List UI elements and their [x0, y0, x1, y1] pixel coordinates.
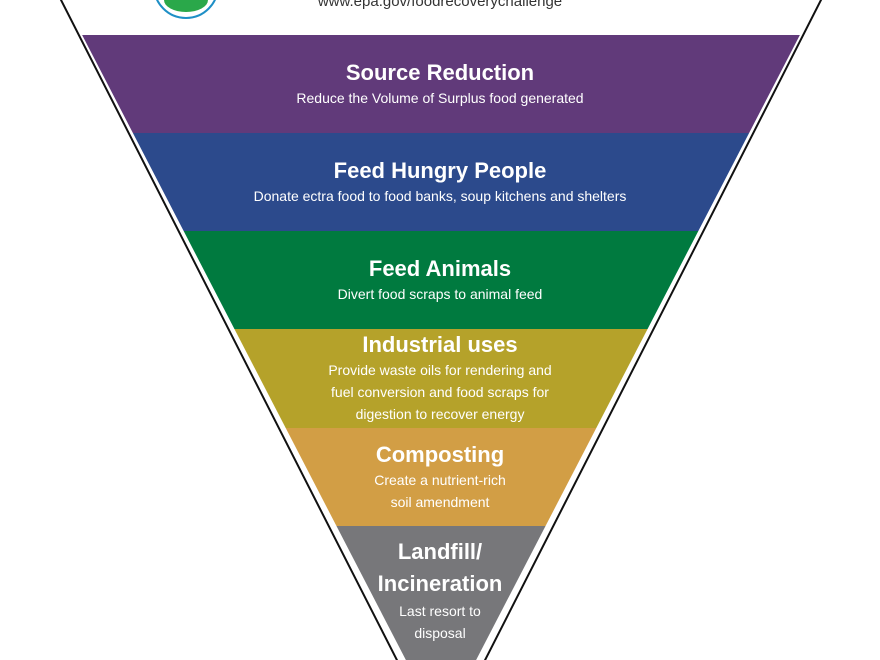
tier-title: Feed Hungry People: [333, 158, 547, 183]
epa-logo: [156, 0, 216, 19]
tier-desc: Provide waste oils for rendering and: [328, 362, 552, 378]
tier-band: [132, 133, 750, 231]
tier-desc: digestion to recover energy: [355, 406, 525, 422]
tier-title: Feed Animals: [368, 256, 512, 281]
tier-title: Composting: [375, 442, 505, 467]
tier-source-reduction: Source Reduction Reduce the Volume of Su…: [0, 59, 880, 109]
tier-composting: Composting Create a nutrient-rich soil a…: [0, 441, 880, 513]
tier-band: [285, 428, 597, 526]
tier-desc: Reduce the Volume of Surplus food genera…: [296, 90, 584, 106]
tier-industrial-uses: Industrial uses Provide waste oils for r…: [0, 331, 880, 425]
tier-desc: soil amendment: [390, 494, 490, 510]
tier-feed-animals: Feed Animals Divert food scraps to anima…: [0, 255, 880, 305]
tier-band: [82, 35, 800, 133]
tier-title: Industrial uses: [362, 332, 518, 357]
tier-band: [234, 329, 648, 428]
url-text: www.epa.gov/foodrecoverychallenge: [317, 0, 563, 10]
tier-feed-hungry-people: Feed Hungry People Donate ectra food to …: [0, 157, 880, 207]
tier-band: [336, 526, 546, 660]
tier-landfill-incineration: Landfill/ Incineration Last resort to di…: [0, 536, 880, 644]
tier-desc: Donate ectra food to food banks, soup ki…: [253, 188, 627, 204]
tier-title: Incineration: [377, 571, 503, 596]
tier-band: [183, 231, 699, 329]
tier-desc: Divert food scraps to animal feed: [337, 286, 543, 302]
tier-desc: fuel conversion and food scraps for: [331, 384, 549, 400]
tier-desc: Last resort to: [399, 603, 481, 619]
tier-title: Landfill/: [397, 539, 483, 564]
tier-title: Source Reduction: [345, 60, 535, 85]
tier-desc: disposal: [414, 625, 466, 641]
tier-desc: Create a nutrient-rich: [374, 472, 506, 488]
